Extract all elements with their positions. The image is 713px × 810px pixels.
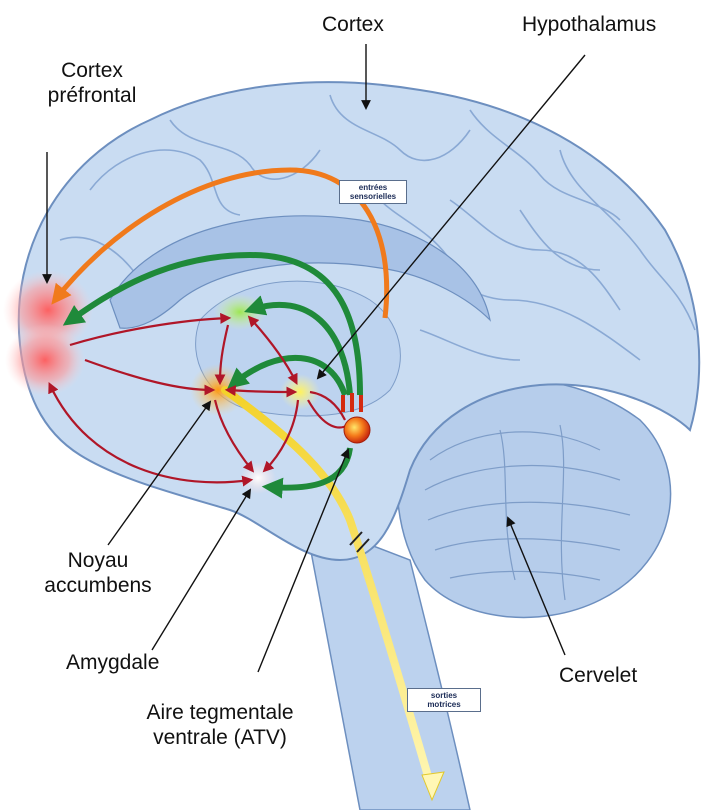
cervelet-label: Cervelet	[559, 663, 637, 688]
cortex-label: Cortex	[322, 12, 384, 37]
amygdale-leader	[152, 490, 250, 650]
sensory-input-tag-line1: entrées	[343, 183, 403, 192]
motor-output-tag-line2: motrices	[411, 700, 477, 709]
atv-label-line2: ventrale (ATV)	[120, 725, 320, 750]
noyau-accumbens-label-line2: accumbens	[38, 573, 158, 598]
motor-output-tag: sorties motrices	[407, 688, 481, 712]
sensory-input-tag: entrées sensorielles	[339, 180, 407, 204]
prefrontal-glow-lower	[5, 324, 85, 396]
green-target-glow	[214, 294, 266, 330]
hypothalamus-label: Hypothalamus	[522, 12, 656, 37]
cortex-prefrontal-label: Cortex préfrontal	[32, 58, 152, 108]
amygdale-label: Amygdale	[66, 650, 159, 675]
cortex-prefrontal-label-line1: Cortex	[32, 58, 152, 83]
cortex-prefrontal-label-line2: préfrontal	[32, 83, 152, 108]
sensory-input-tag-line2: sensorielles	[343, 192, 403, 201]
noyau-accumbens-label-line1: Noyau	[38, 548, 158, 573]
motor-output-tag-line1: sorties	[411, 691, 477, 700]
atv-label-line1: Aire tegmentale	[120, 700, 320, 725]
atv-label: Aire tegmentale ventrale (ATV)	[120, 700, 320, 750]
noyau-accumbens-label: Noyau accumbens	[38, 548, 158, 598]
